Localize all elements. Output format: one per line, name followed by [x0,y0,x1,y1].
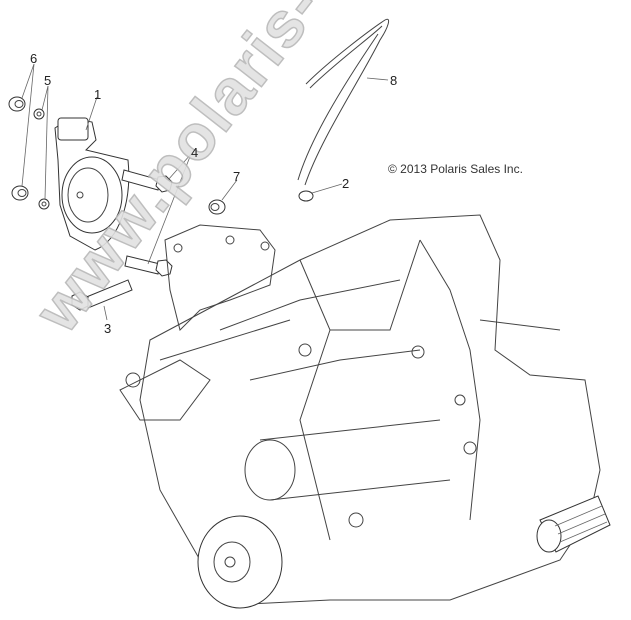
transmission-housing [119,214,611,609]
callout-6: 6 [30,51,38,66]
washer-parts [33,85,50,210]
nut-7-part [208,179,238,215]
callout-3: 3 [104,321,112,336]
flange-bolt-part [71,279,133,321]
vent-hose-part [297,18,390,186]
callout-1: 1 [94,87,102,102]
callout-4: 4 [191,145,199,160]
callout-8: 8 [390,73,398,88]
nut-parts [8,63,35,201]
hose-clamp-part [298,183,343,202]
mounting-bracket [164,224,276,331]
copyright-notice: © 2013 Polaris Sales Inc. [388,162,523,176]
bolt-parts [121,153,192,277]
callout-2: 2 [342,176,350,191]
callout-5: 5 [44,73,52,88]
callout-7: 7 [233,169,241,184]
gear-position-sensor-part [54,96,130,251]
